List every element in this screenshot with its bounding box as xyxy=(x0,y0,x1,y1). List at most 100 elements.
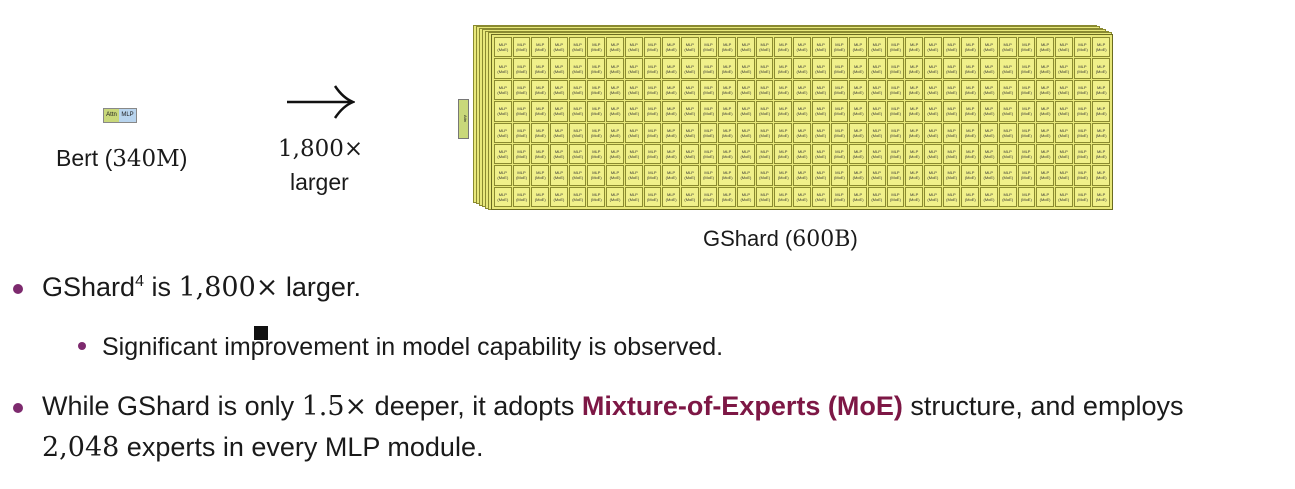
expert-cell-label: MLP xyxy=(1040,63,1050,69)
moe-highlight: Mixture-of-Experts (MoE) xyxy=(581,391,903,421)
expert-cell-sublabel: (MoE) xyxy=(1058,111,1070,117)
expert-cell-sublabel: (MoE) xyxy=(983,68,995,74)
expert-cell-sublabel: (MoE) xyxy=(1020,111,1032,117)
expert-cell-label: MLP xyxy=(1003,42,1012,48)
expert-cell-sublabel: (MoE) xyxy=(703,154,714,160)
expert-cell-label: MLP xyxy=(1097,170,1106,176)
expert-cell: MLP(MoE) xyxy=(494,165,512,186)
expert-cell-sublabel: (MoE) xyxy=(534,175,546,181)
expert-cell-sublabel: (MoE) xyxy=(777,132,789,138)
expert-cell-sublabel: (MoE) xyxy=(740,196,752,202)
expert-cell-label: MLP xyxy=(984,170,994,176)
expert-cell-sublabel: (MoE) xyxy=(665,111,677,117)
expert-cell: MLP(MoE) xyxy=(924,58,942,79)
expert-cell-label: MLP xyxy=(1040,106,1050,112)
expert-cell-label: MLP xyxy=(536,170,545,176)
expert-cell-label: MLP xyxy=(1078,170,1087,176)
expert-cell-label: MLP xyxy=(779,170,788,176)
expert-cell-sublabel: (MoE) xyxy=(964,47,976,53)
expert-cell-sublabel: (MoE) xyxy=(665,89,677,95)
expert-cell-label: MLP xyxy=(536,106,545,112)
expert-cell: MLP(MoE) xyxy=(905,101,924,122)
expert-cell-label: MLP xyxy=(966,149,975,155)
expert-cell-label: MLP xyxy=(667,127,676,133)
expert-cell-label: MLP xyxy=(554,106,564,112)
expert-cell-sublabel: (MoE) xyxy=(983,132,995,138)
expert-cell: MLP(MoE) xyxy=(924,165,942,186)
expert-cell-sublabel: (MoE) xyxy=(759,154,771,160)
expert-cell-sublabel: (MoE) xyxy=(497,68,509,74)
expert-cell: MLP(MoE) xyxy=(531,37,550,58)
expert-cell: MLP(MoE) xyxy=(587,37,606,58)
expert-cell-label: MLP xyxy=(629,63,638,69)
expert-cell-label: MLP xyxy=(629,191,638,197)
expert-cell: MLP(MoE) xyxy=(886,58,905,79)
expert-cell-sublabel: (MoE) xyxy=(497,196,509,202)
expert-cell-label: MLP xyxy=(1040,191,1050,197)
expert-cell: MLP(MoE) xyxy=(1017,58,1036,79)
expert-cell-label: MLP xyxy=(910,106,919,112)
expert-cell-label: MLP xyxy=(947,63,956,69)
expert-cell: MLP(MoE) xyxy=(774,143,793,165)
expert-cell: MLP(MoE) xyxy=(849,101,867,122)
expert-cell-sublabel: (MoE) xyxy=(890,47,901,53)
expert-cell-sublabel: (MoE) xyxy=(852,132,864,138)
expert-cell-sublabel: (MoE) xyxy=(534,68,546,74)
expert-cell: MLP(MoE) xyxy=(886,165,905,186)
expert-cell-sublabel: (MoE) xyxy=(908,111,920,117)
expert-cell: MLP(MoE) xyxy=(680,58,699,79)
expert-cell-label: MLP xyxy=(667,42,676,48)
expert-cell-sublabel: (MoE) xyxy=(703,68,714,74)
expert-cell: MLP(MoE) xyxy=(531,143,550,165)
expert-cell: MLP(MoE) xyxy=(737,165,755,186)
footnote-ref[interactable]: 4 xyxy=(135,273,144,290)
expert-cell: MLP(MoE) xyxy=(886,186,905,207)
expert-cell-label: MLP xyxy=(723,191,732,197)
expert-cell-sublabel: (MoE) xyxy=(516,196,527,202)
expert-cell-sublabel: (MoE) xyxy=(553,154,565,160)
expert-cell-label: MLP xyxy=(872,191,881,197)
expert-cell-label: MLP xyxy=(1040,42,1050,48)
expert-cell-sublabel: (MoE) xyxy=(703,132,714,138)
expert-cell: MLP(MoE) xyxy=(942,79,961,101)
expert-cell-label: MLP xyxy=(928,191,937,197)
expert-cell: MLP(MoE) xyxy=(905,143,924,165)
bert-mlp-box: MLP xyxy=(119,109,136,122)
expert-cell: MLP(MoE) xyxy=(793,37,811,58)
b1-num: 1,800× xyxy=(178,272,279,303)
expert-cell-sublabel: (MoE) xyxy=(665,68,677,74)
expert-cell-sublabel: (MoE) xyxy=(665,154,677,160)
expert-cell: MLP(MoE) xyxy=(606,186,624,207)
expert-cell: MLP(MoE) xyxy=(662,143,680,165)
expert-cell-sublabel: (MoE) xyxy=(852,154,864,160)
expert-cell: MLP(MoE) xyxy=(662,79,680,101)
expert-cell: MLP(MoE) xyxy=(942,122,961,143)
expert-cell-label: MLP xyxy=(1097,127,1106,133)
expert-cell: MLP(MoE) xyxy=(512,165,531,186)
expert-cell-label: MLP xyxy=(592,42,601,48)
expert-cell: MLP(MoE) xyxy=(737,58,755,79)
bert-model-block: Attn MLP xyxy=(103,108,137,123)
expert-cell-sublabel: (MoE) xyxy=(665,132,677,138)
expert-cell-sublabel: (MoE) xyxy=(964,196,976,202)
expert-cell-sublabel: (MoE) xyxy=(665,196,677,202)
expert-cell: MLP(MoE) xyxy=(867,165,886,186)
expert-cell: MLP(MoE) xyxy=(924,122,942,143)
expert-cell: MLP(MoE) xyxy=(980,165,998,186)
expert-cell-label: MLP xyxy=(853,42,863,48)
expert-cell-label: MLP xyxy=(573,63,582,69)
expert-cell: MLP(MoE) xyxy=(961,143,980,165)
expert-cell-label: MLP xyxy=(1059,63,1068,69)
expert-cell-sublabel: (MoE) xyxy=(815,154,827,160)
expert-cell-sublabel: (MoE) xyxy=(1020,68,1032,74)
expert-cell-sublabel: (MoE) xyxy=(609,132,621,138)
expert-cell-sublabel: (MoE) xyxy=(1095,196,1107,202)
expert-cell-sublabel: (MoE) xyxy=(964,89,976,95)
expert-cell: MLP(MoE) xyxy=(699,37,718,58)
expert-cell-sublabel: (MoE) xyxy=(871,154,883,160)
expert-cell-label: MLP xyxy=(835,170,844,176)
expert-cell-sublabel: (MoE) xyxy=(497,154,509,160)
expert-cell-sublabel: (MoE) xyxy=(572,89,584,95)
expert-cell-sublabel: (MoE) xyxy=(815,47,827,53)
expert-cell-label: MLP xyxy=(928,106,937,112)
